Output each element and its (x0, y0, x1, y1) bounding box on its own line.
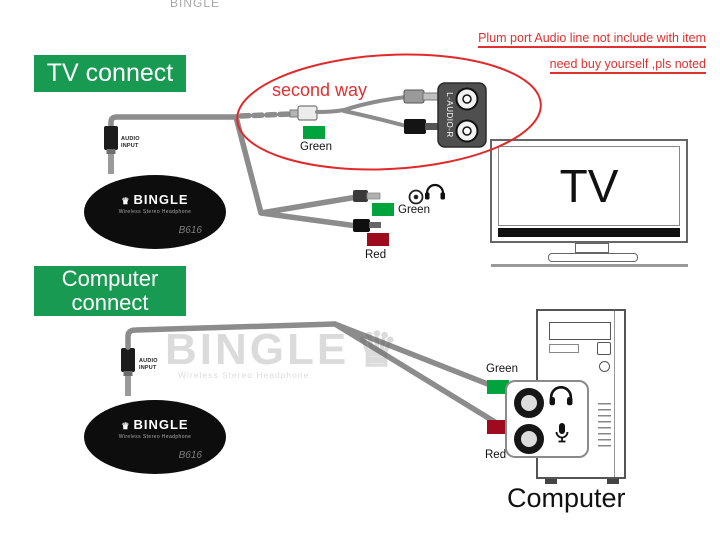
rca-plug-white (403, 89, 439, 104)
tv-screen: TV (498, 146, 680, 226)
audio-input-label-tv: AUDIO INPUT (121, 136, 140, 150)
annotation-note-2: need buy yourself ,pls noted (549, 57, 706, 74)
audio-input-line1: AUDIO (139, 358, 158, 364)
green-label-computer: Green (486, 363, 518, 375)
tv-label: TV (559, 160, 619, 212)
tower-foot-right (607, 479, 619, 484)
watermark-crown-icon: ♛ (355, 324, 402, 377)
microphone-icon (554, 422, 570, 449)
device-tagline: Wireless Stereo Headphone (118, 209, 192, 215)
audio-input-line1: AUDIO (121, 136, 140, 142)
headphone-icon (549, 385, 573, 411)
headphone-port (514, 388, 544, 418)
audio-input-line2: INPUT (139, 364, 157, 371)
green-swatch-computer (487, 380, 509, 394)
device-brand: ♛BINGLE (121, 192, 188, 207)
jack-socket-icon (408, 189, 424, 205)
black-plug (353, 219, 381, 232)
watermark-text: BINGLE (165, 325, 350, 374)
tv-bezel-strip (498, 228, 680, 237)
optical-drive (549, 322, 611, 340)
bingle-transmitter-tv: ♛BINGLE Wireless Stereo Headphone B616 (84, 175, 226, 249)
bingle-transmitter-computer: ♛BINGLE Wireless Stereo Headphone B616 (84, 400, 226, 474)
red-label-computer: Red (485, 449, 507, 461)
watermark: BINGLE ♛ (165, 322, 401, 378)
headphone-icon (425, 183, 445, 200)
device2-plug (121, 348, 135, 396)
audio-input-line2: INPUT (121, 142, 139, 149)
top-watermark: BINGLE (170, 0, 221, 10)
tv-cable-split (233, 114, 360, 229)
computer-connect-line2: connect (71, 290, 149, 315)
red-swatch-tv (367, 233, 389, 246)
audio-input-label-computer: AUDIO INPUT (139, 358, 158, 372)
rca-adapter-block: L-AUDIO-R (437, 82, 487, 148)
rca-port-label: L-AUDIO-R (445, 92, 454, 137)
green-plug (353, 190, 381, 202)
annotation-note-1: Plum port Audio line not include with it… (478, 31, 706, 48)
green-swatch-second-way (303, 126, 325, 139)
device-model: B616 (178, 225, 202, 236)
second-way-plug (289, 105, 318, 121)
front-slot (549, 344, 579, 353)
tower-side-edge (614, 311, 615, 477)
red-swatch-computer (487, 420, 509, 434)
device-tagline: Wireless Stereo Headphone (118, 434, 192, 440)
vent-grill (598, 403, 611, 451)
watermark-subtext: Wireless Stereo Headphone (178, 370, 310, 380)
audio-port-panel (505, 380, 589, 458)
brand-text: BINGLE (133, 192, 189, 207)
tv-stand-base (548, 253, 638, 262)
computer-connect-line1: Computer (61, 266, 159, 292)
green-label-second-way: Green (300, 141, 332, 153)
tv-connect-header: TV connect (34, 55, 186, 92)
tower-button (597, 342, 611, 355)
green-swatch-tv (372, 203, 394, 216)
tv-connect-label: TV connect (46, 59, 174, 87)
device-model: B616 (178, 450, 202, 461)
brand-text: BINGLE (133, 417, 189, 432)
tv-illustration: TV (490, 139, 688, 243)
second-way-y-cable (315, 95, 408, 128)
computer-connect-header: Computer connect (34, 266, 186, 316)
second-way-label: second way (272, 80, 368, 100)
tv-stand-neck (575, 243, 609, 253)
red-label-tv: Red (365, 249, 387, 261)
device1-plug (104, 126, 118, 174)
tv-cable-main (108, 114, 239, 130)
microphone-port (514, 424, 544, 454)
brand-crest-icon: ♛ (121, 421, 131, 431)
second-way-dashed-cable (238, 111, 293, 119)
tower-foot-left (545, 479, 557, 484)
tv-base-line (491, 264, 688, 267)
device-brand: ♛BINGLE (121, 417, 188, 432)
power-button (599, 361, 610, 372)
green-label-tv: Green (398, 204, 430, 216)
rca-plug-black (404, 119, 438, 134)
computer-caption: Computer (507, 483, 626, 513)
brand-crest-icon: ♛ (121, 196, 131, 206)
